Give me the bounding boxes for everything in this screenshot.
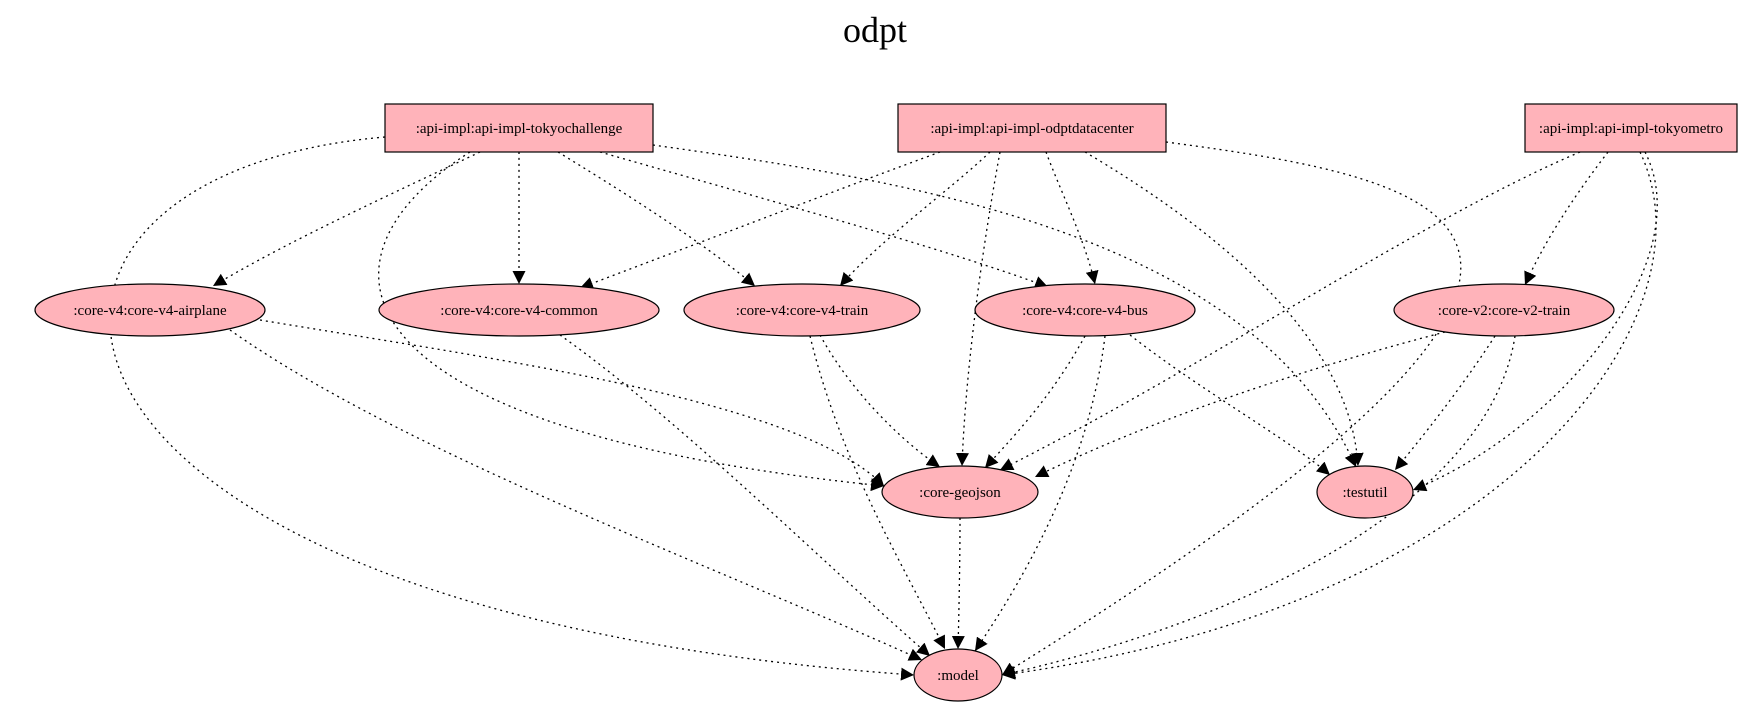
edge-odptdatacenter-to-v4bus <box>1045 151 1099 285</box>
edge-v2train-to-model <box>1001 335 1516 679</box>
edge-tokyometro-to-testutil <box>1412 151 1658 492</box>
edge-tokyometro-to-geojson <box>999 151 1581 471</box>
node-common-shape <box>378 283 660 337</box>
node-v4bus-label: :core-v4:core-v4-bus <box>1022 303 1148 319</box>
node-v4train: :core-v4:core-v4-train <box>683 283 921 337</box>
node-airplane-label: :core-v4:core-v4-airplane <box>73 303 227 319</box>
node-tokyochallenge: :api-impl:api-impl-tokyochallenge <box>384 103 654 153</box>
node-v4bus: :core-v4:core-v4-bus <box>974 283 1196 337</box>
edge-tokyochallenge-to-model <box>109 136 915 681</box>
edge-airplane-to-geojson <box>259 319 885 487</box>
edge-common-to-model <box>559 334 931 657</box>
node-tokyometro-label: :api-impl:api-impl-tokyometro <box>1539 121 1723 137</box>
node-odptdatacenter: :api-impl:api-impl-odptdatacenter <box>897 103 1167 153</box>
edge-v4bus-to-model <box>974 335 1106 652</box>
edge-odptdatacenter-to-geojson <box>955 151 1001 467</box>
edge-v4train-to-model <box>809 335 946 650</box>
edge-v4bus-to-testutil <box>1129 334 1331 476</box>
node-common-label: :core-v4:core-v4-common <box>440 303 598 319</box>
node-geojson-shape <box>881 465 1039 519</box>
edge-tokyochallenge-to-v4bus <box>599 151 1049 289</box>
node-tokyochallenge-shape <box>384 103 654 153</box>
edge-geojson-to-model <box>951 517 965 650</box>
node-odptdatacenter-label: :api-impl:api-impl-odptdatacenter <box>930 121 1133 137</box>
edge-tokyometro-to-model <box>1001 151 1657 680</box>
node-testutil-shape <box>1316 465 1414 519</box>
node-testutil-label: :testutil <box>1343 485 1388 501</box>
node-v2train-label: :core-v2:core-v2-train <box>1438 303 1571 319</box>
edge-layer <box>109 136 1658 681</box>
edge-v4bus-to-geojson <box>984 335 1086 469</box>
node-v4train-label: :core-v4:core-v4-train <box>736 303 869 319</box>
node-common: :core-v4:core-v4-common <box>378 283 660 337</box>
graph-title: odpt <box>843 10 907 50</box>
edge-v2train-to-geojson <box>1034 331 1446 478</box>
edge-v4train-to-geojson <box>819 334 941 468</box>
edge-tokyochallenge-to-v4train <box>557 151 756 287</box>
node-model: :model <box>913 648 1003 702</box>
node-v2train-shape <box>1393 283 1615 337</box>
node-geojson: :core-geojson <box>881 465 1039 519</box>
node-tokyometro-shape <box>1524 103 1738 153</box>
node-model-shape <box>913 648 1003 702</box>
edge-v2train-to-testutil <box>1394 335 1496 471</box>
edge-odptdatacenter-to-model <box>1001 141 1462 676</box>
node-geojson-label: :core-geojson <box>919 485 1001 501</box>
node-odptdatacenter-shape <box>897 103 1167 153</box>
node-airplane: :core-v4:core-v4-airplane <box>34 283 266 337</box>
edge-tokyochallenge-to-airplane <box>212 151 481 287</box>
node-layer: :api-impl:api-impl-tokyochallenge :api-im… <box>34 103 1738 702</box>
edge-odptdatacenter-to-common <box>579 151 941 290</box>
edge-tokyochallenge-to-geojson <box>378 151 885 492</box>
edge-airplane-to-model <box>229 329 923 661</box>
node-v2train: :core-v2:core-v2-train <box>1393 283 1615 337</box>
node-testutil: :testutil <box>1316 465 1414 519</box>
edge-odptdatacenter-to-v4train <box>839 151 991 287</box>
node-model-label: :model <box>937 668 979 684</box>
node-tokyochallenge-label: :api-impl:api-impl-tokyochallenge <box>416 121 623 137</box>
edge-tokyometro-to-v2train <box>1524 151 1609 286</box>
node-airplane-shape <box>34 283 266 337</box>
node-tokyometro: :api-impl:api-impl-tokyometro <box>1524 103 1738 153</box>
node-v4train-shape <box>683 283 921 337</box>
node-v4bus-shape <box>974 283 1196 337</box>
